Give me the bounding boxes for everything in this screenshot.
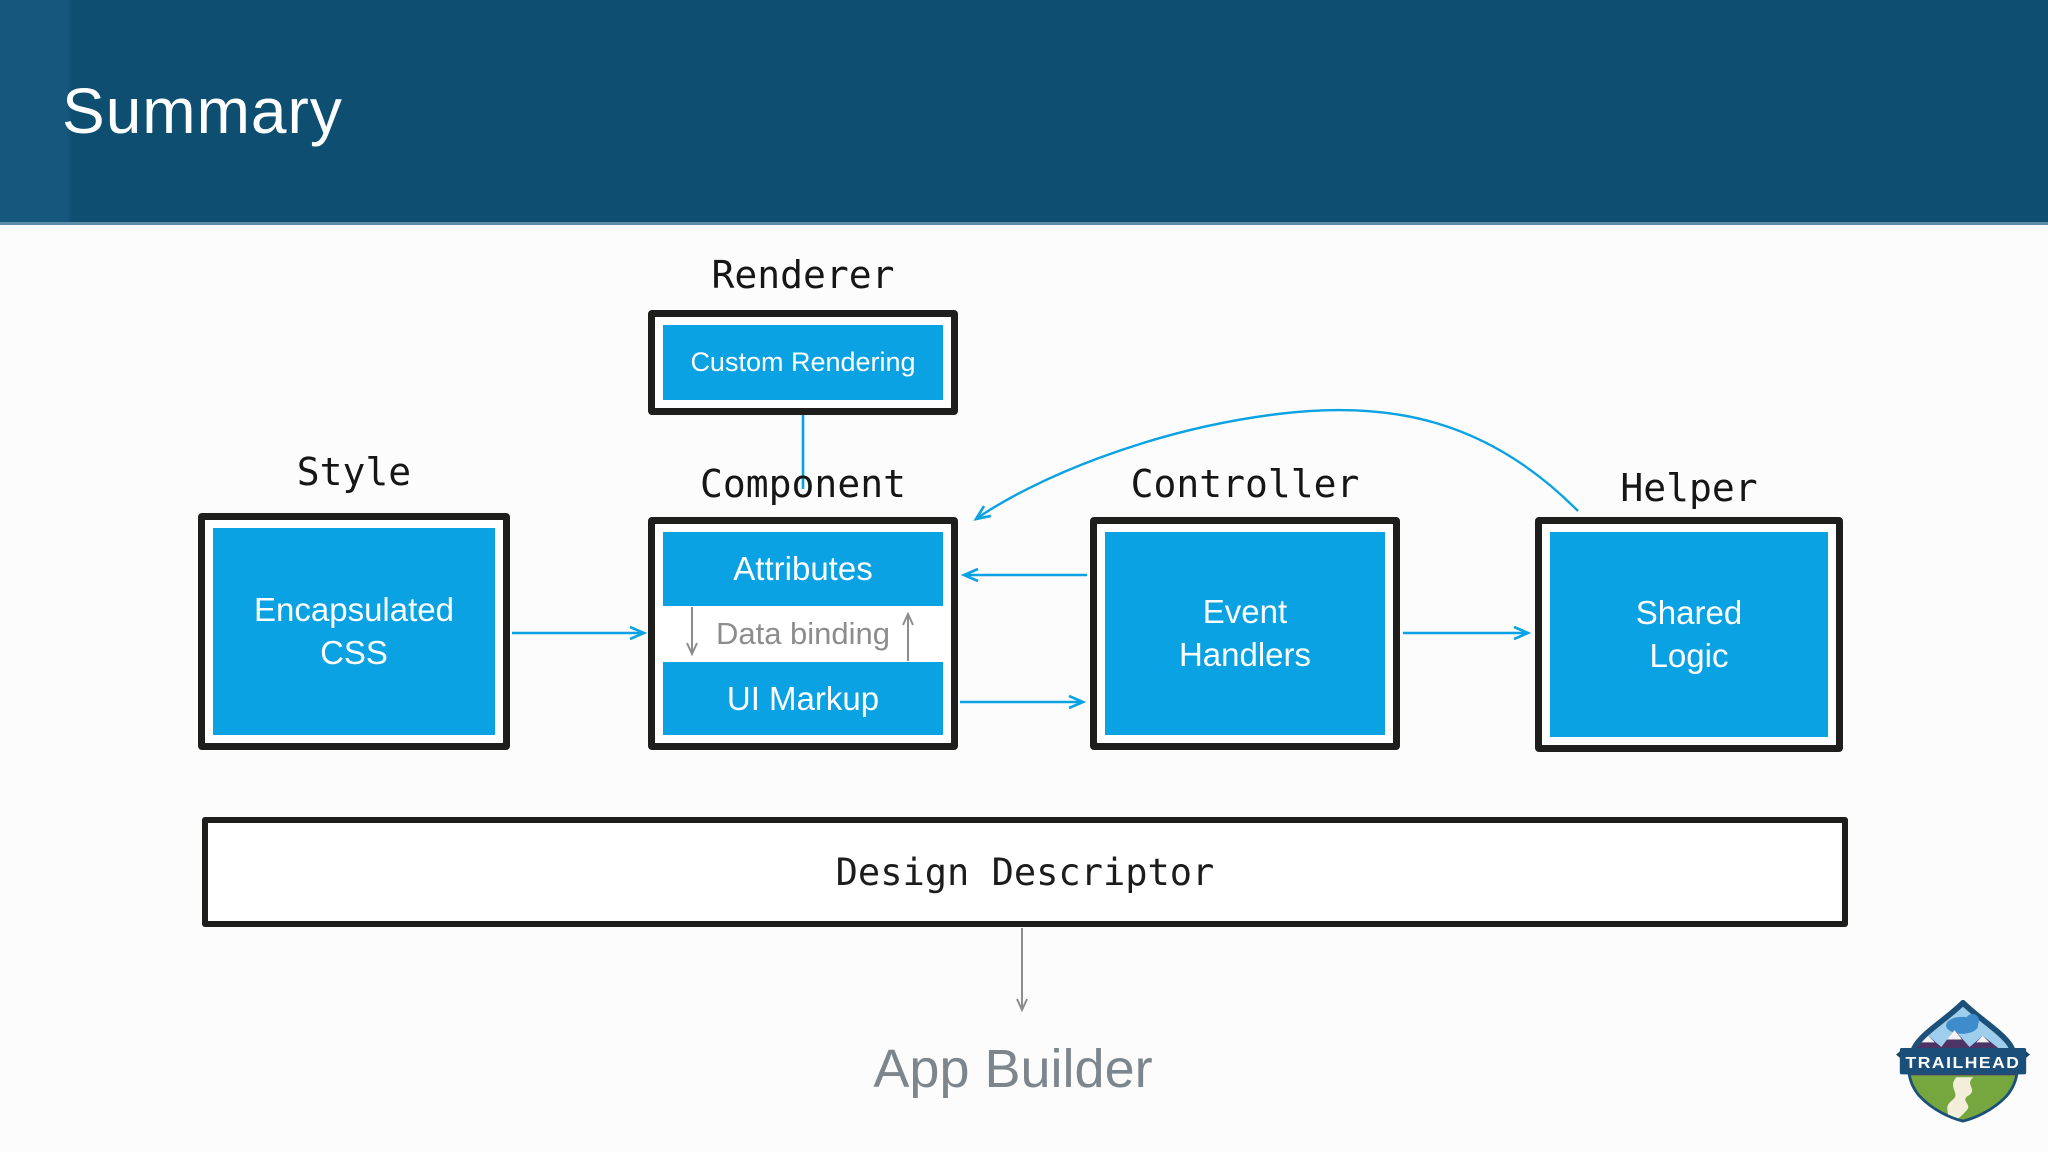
event-handlers-text: Event Handlers	[1178, 592, 1312, 673]
renderer-label: Renderer	[711, 253, 895, 297]
style-box: Encapsulated CSS	[198, 513, 510, 750]
controller-box: Event Handlers	[1090, 517, 1400, 750]
shared-logic-cell: Shared Logic	[1550, 532, 1828, 737]
component-box: Attributes Data binding UI Markup	[648, 517, 958, 750]
slide-title: Summary	[62, 75, 343, 147]
renderer-box: Custom Rendering	[648, 310, 958, 415]
cloud-icon	[1946, 1014, 1980, 1034]
controller-label: Controller	[1130, 462, 1360, 506]
helper-label: Helper	[1620, 466, 1758, 510]
shared-logic-text: Shared Logic	[1635, 593, 1743, 674]
trailhead-wordmark: TRAILHEAD	[1905, 1054, 2020, 1072]
data-binding-arrows	[686, 607, 914, 661]
header-bar: Summary	[0, 0, 2048, 225]
event-handlers-cell: Event Handlers	[1105, 532, 1385, 735]
component-label: Component	[700, 462, 906, 506]
helper-box: Shared Logic	[1535, 517, 1843, 752]
design-descriptor-label: Design Descriptor	[835, 850, 1215, 894]
design-descriptor-box: Design Descriptor	[202, 817, 1848, 927]
encapsulated-css-text: Encapsulated CSS	[254, 590, 454, 671]
style-label: Style	[296, 450, 412, 494]
trailhead-logo: TRAILHEAD	[1896, 999, 2030, 1123]
attributes-cell: Attributes	[663, 532, 943, 606]
data-binding-label: Data binding	[715, 616, 891, 651]
banner: TRAILHEAD	[1896, 1047, 2030, 1075]
snow-caps-icon	[1921, 1030, 1990, 1043]
ui-markup-cell: UI Markup	[663, 662, 943, 735]
encapsulated-css-cell: Encapsulated CSS	[213, 528, 495, 735]
app-builder-label: App Builder	[873, 1039, 1153, 1099]
custom-rendering-cell: Custom Rendering	[663, 325, 943, 400]
data-binding-strip: Data binding	[663, 606, 943, 662]
trail-path-icon	[1945, 1077, 1974, 1120]
